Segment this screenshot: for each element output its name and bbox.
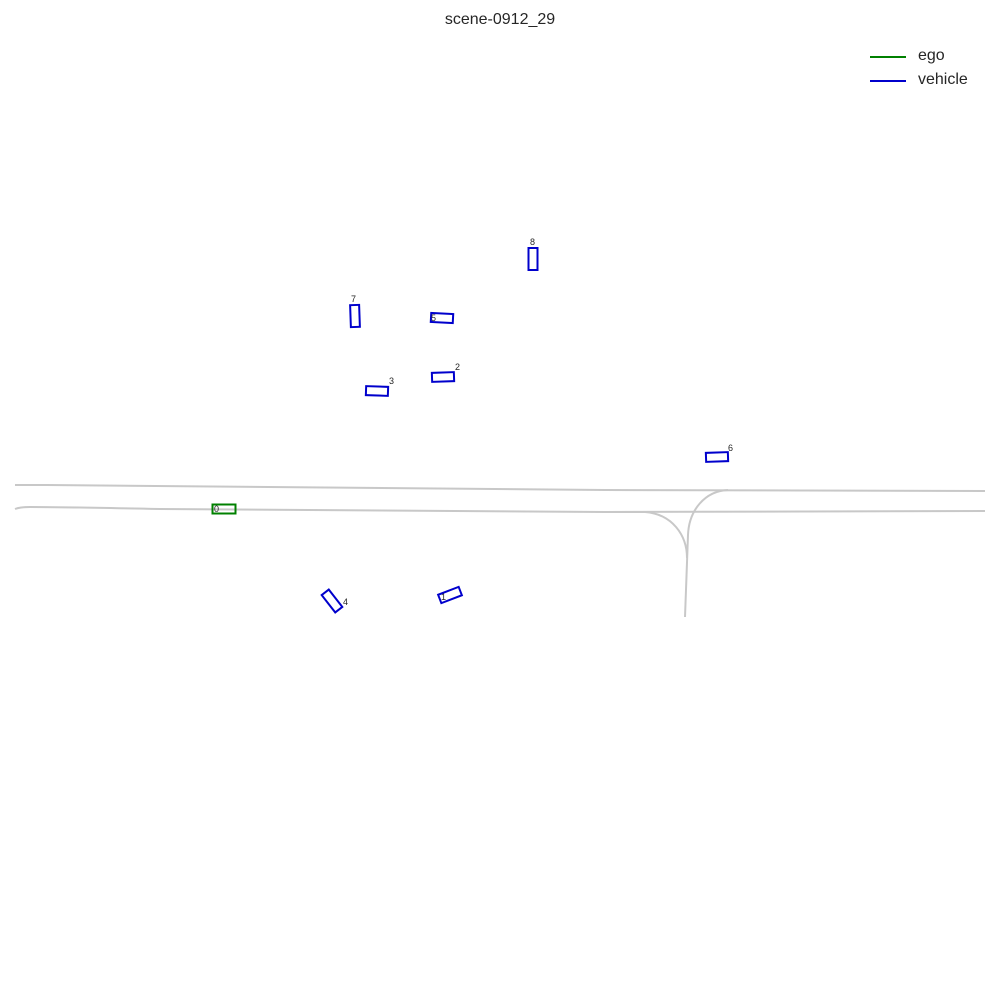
agent-id-label: 4	[343, 597, 348, 607]
legend-line-ego	[870, 56, 906, 58]
lane-line	[14, 505, 986, 514]
lane-lines	[14, 484, 986, 618]
vehicle-box	[429, 311, 455, 325]
legend-item-ego: ego	[862, 45, 994, 69]
vehicle-box	[349, 303, 361, 329]
legend-label-vehicle: vehicle	[918, 71, 968, 88]
agent-id-label: 8	[530, 237, 535, 247]
lane-line	[605, 511, 688, 559]
agent-id-label: 7	[351, 294, 356, 304]
vehicle-box	[527, 247, 539, 271]
agent-labels: 0 1 2 3 4 5 6 7 8	[214, 237, 733, 607]
vehicle-box	[430, 371, 456, 383]
legend-line-vehicle	[870, 80, 906, 82]
agent-id-label: 5	[431, 313, 436, 323]
agent-id-label: 1	[441, 592, 446, 602]
legend-label-ego: ego	[918, 47, 945, 64]
lane-line	[15, 484, 986, 492]
vehicle-box	[704, 451, 730, 463]
vehicle-box	[364, 385, 390, 397]
scene-title: scene-0912_29	[444, 11, 556, 28]
legend-item-vehicle: vehicle	[862, 69, 994, 93]
ego-box	[211, 503, 237, 515]
agent-id-label: 6	[728, 443, 733, 453]
agent-id-label: 3	[389, 376, 394, 386]
vehicle-box	[320, 588, 344, 614]
vehicle-box	[436, 585, 464, 605]
agent-id-label: 0	[214, 504, 219, 514]
legend: ego vehicle	[862, 45, 994, 93]
agent-id-label: 2	[455, 362, 460, 372]
agent-boxes	[211, 247, 730, 614]
lane-line	[684, 489, 729, 618]
